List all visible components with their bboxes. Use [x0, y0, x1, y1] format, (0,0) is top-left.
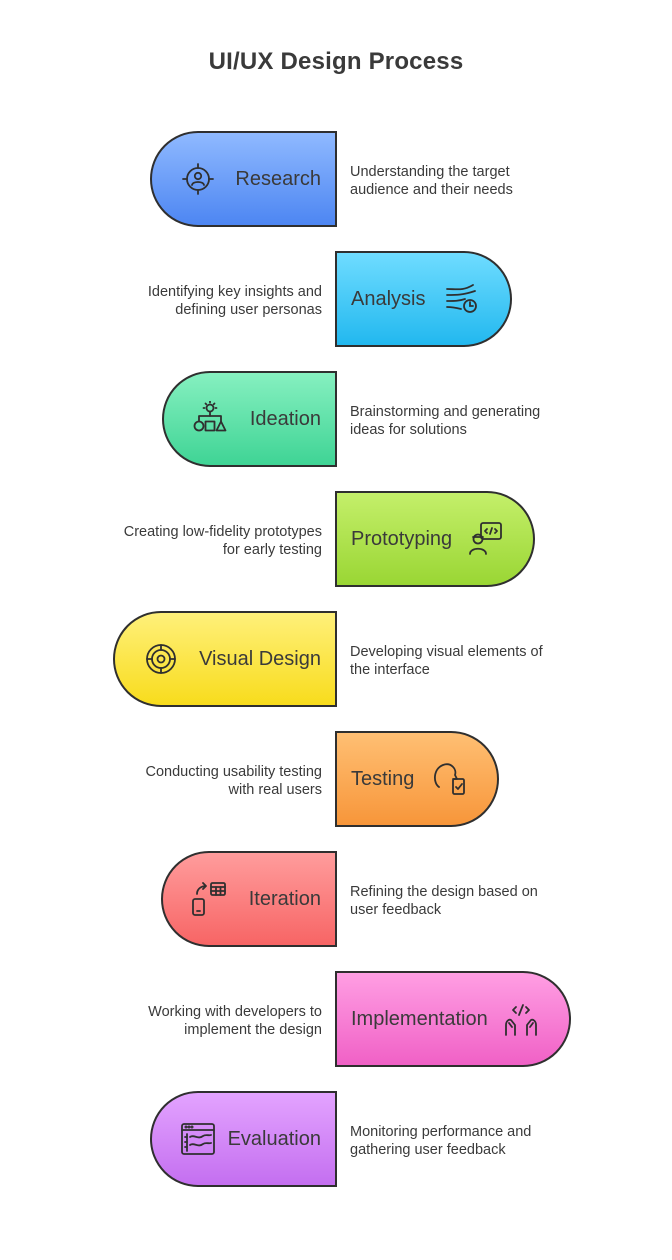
step-label: Visual Design	[199, 648, 321, 670]
wind-clock-icon	[443, 281, 479, 317]
page-title: UI/UX Design Process	[208, 48, 464, 75]
step-description: Developing visual elements of the interf…	[350, 644, 543, 678]
browser-chart-icon	[180, 1121, 216, 1157]
step-evaluation: Evaluation	[150, 1091, 337, 1187]
step-label: Research	[235, 168, 321, 190]
step-label: Iteration	[248, 888, 321, 910]
target-user-icon	[180, 161, 216, 197]
step-research: Research	[150, 131, 337, 227]
step-description: Brainstorming and generating ideas for s…	[350, 404, 541, 438]
lightbulb-shapes-icon	[192, 401, 228, 437]
focus-target-icon	[143, 641, 179, 677]
step-description: Identifying key insights and defining us…	[147, 284, 322, 318]
step-label: Evaluation	[227, 1128, 321, 1150]
step-analysis: Analysis	[335, 251, 512, 347]
step-description: Monitoring performance and gathering use…	[350, 1124, 532, 1158]
head-phone-check-icon	[431, 761, 467, 797]
step-description: Refining the design based on user feedba…	[350, 884, 538, 918]
step-visual-design: Visual Design	[113, 611, 337, 707]
developer-code-icon	[467, 521, 503, 557]
device-sync-icon	[191, 881, 227, 917]
step-description: Working with developers to implement the…	[148, 1004, 322, 1038]
step-ideation: Ideation	[162, 371, 337, 467]
step-prototyping: Prototyping	[335, 491, 535, 587]
step-description: Understanding the target audience and th…	[350, 164, 513, 198]
step-label: Analysis	[351, 288, 426, 310]
step-label: Implementation	[351, 1008, 488, 1030]
step-description: Conducting usability testing with real u…	[145, 764, 322, 798]
step-implementation: Implementation	[335, 971, 571, 1067]
code-hands-icon	[503, 1001, 539, 1037]
step-label: Testing	[351, 768, 415, 790]
step-testing: Testing	[335, 731, 499, 827]
step-iteration: Iteration	[161, 851, 337, 947]
step-label: Ideation	[249, 408, 321, 430]
step-description: Creating low-fidelity prototypes for ear…	[123, 524, 322, 558]
step-label: Prototyping	[351, 528, 453, 550]
